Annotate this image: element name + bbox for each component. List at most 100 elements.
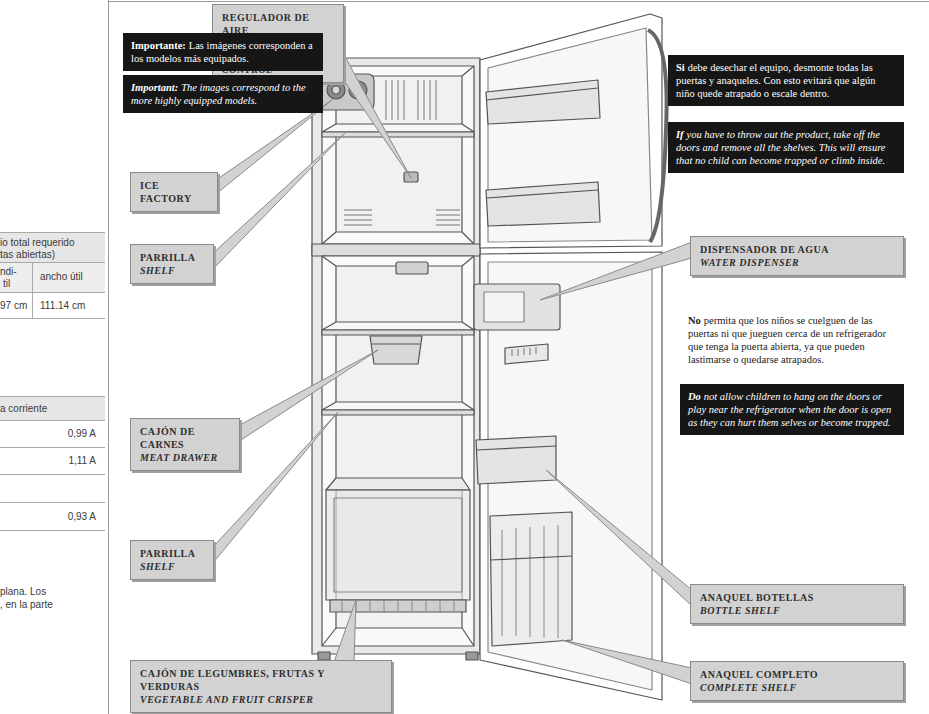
refrigerator-part-part (430, 80, 431, 120)
leader-line-part (334, 600, 356, 662)
page-frame-part (108, 1, 929, 2)
table-cell: 0,99 A (30, 428, 96, 440)
callout-label: CAJÓN DE CARNES (140, 425, 231, 451)
refrigerator-part (486, 190, 598, 198)
spec-table (0, 232, 105, 531)
refrigerator-part (476, 446, 556, 450)
refrigerator-part (312, 58, 480, 654)
refrigerator-part-part (344, 225, 372, 226)
refrigerator-part (322, 256, 336, 266)
callout-label: PARRILLA (140, 547, 205, 560)
refrigerator-part-part (344, 215, 372, 216)
note-text: not allow children to hang on the doors … (688, 391, 891, 428)
table-cell: a corriente (0, 403, 47, 415)
leader-line-part (238, 350, 378, 442)
refrigerator-part (322, 330, 474, 335)
refrigerator-part (330, 600, 466, 612)
refrigerator-part (486, 182, 600, 226)
callout-box: ANAQUEL COMPLETOCOMPLETE SHELF (690, 661, 904, 701)
refrigerator-part-part (530, 527, 531, 637)
refrigerator-part (318, 652, 330, 660)
table-cell: ndi- (0, 266, 17, 278)
refrigerator-part (502, 525, 558, 638)
refrigerator-part (322, 132, 474, 137)
spec-table-part (0, 232, 105, 233)
note-text: Si (676, 62, 685, 73)
callout-label: MEAT DRAWER (140, 451, 231, 464)
refrigerator-part-part (392, 80, 393, 120)
refrigerator-part (326, 490, 470, 600)
refrigerator-part (332, 86, 340, 94)
spec-table-part (0, 292, 105, 293)
refrigerator-part-part (436, 80, 437, 120)
leader-line (212, 40, 692, 684)
leader-line-part (562, 640, 692, 684)
refrigerator-part-part (544, 526, 545, 638)
page-frame (108, 0, 929, 714)
leader-line-part (546, 470, 692, 606)
note-text: Do (688, 391, 701, 402)
refrigerator-part (480, 14, 662, 248)
refrigerator-part-part (398, 80, 399, 120)
table-cell: tas abiertas) (0, 249, 55, 261)
callout-label: CAJÓN DE LEGUMBRES, FRUTAS Y VERDURAS (140, 667, 383, 693)
callout-label: ANAQUEL BOTELLAS (700, 591, 895, 604)
refrigerator-part (512, 347, 536, 356)
refrigerator-part-part (454, 600, 455, 612)
table-cell: , en la parte (0, 599, 53, 611)
callout-label: ICE FACTORY (140, 179, 209, 205)
refrigerator-part (322, 322, 474, 330)
note-box: Importante:Las imágenes corresponden a l… (123, 33, 323, 71)
refrigerator-part (648, 30, 667, 242)
note-text: If (676, 129, 684, 140)
warning-box: Ifyou have to throw out the product, tak… (668, 122, 904, 173)
refrigerator-part-part (344, 220, 372, 221)
table-cell: io total requerido (0, 237, 75, 249)
callout-box: DISPENSADOR DE AGUAWATER DISPENSER (690, 236, 904, 276)
refrigerator-part (490, 556, 572, 560)
refrigerator-part (490, 512, 572, 646)
refrigerator-part (505, 344, 548, 364)
spec-table-part (32, 262, 33, 318)
warning-box: Sidebe desechar el equipo, desmonte toda… (668, 55, 904, 106)
refrigerator-part (312, 244, 480, 256)
callout-box: CAJÓN DE LEGUMBRES, FRUTAS Y VERDURASVEG… (130, 660, 392, 713)
refrigerator-part (466, 652, 478, 660)
callout-label: WATER DISPENSER (700, 256, 895, 269)
refrigerator-part-part (342, 600, 343, 612)
refrigerator-part (342, 600, 454, 612)
callout-box: PARRILLASHELF (130, 244, 214, 284)
refrigerator-part (327, 81, 345, 99)
refrigerator-part-part (524, 348, 525, 355)
warning-box: Donot allow children to hang on the door… (680, 384, 904, 435)
spec-table-part (0, 396, 105, 397)
callout-label: SHELF (140, 264, 205, 277)
refrigerator-part-part (512, 349, 513, 356)
spec-table-part (0, 502, 105, 503)
refrigerator-part-part (398, 600, 399, 612)
note-text: Importante: (131, 40, 186, 51)
callout-label: SHELF (140, 560, 205, 573)
callout-label: BOTTLE SHELF (700, 604, 895, 617)
spec-table-part (0, 232, 105, 262)
refrigerator-part-part (558, 525, 559, 638)
refrigerator-part-part (412, 600, 413, 612)
refrigerator-part (476, 436, 556, 484)
callout-box: ICE FACTORY (130, 172, 218, 212)
refrigerator-part-part (536, 347, 537, 354)
warning-box: Nopermita que los niños se cuelguen de l… (680, 308, 904, 372)
refrigerator-part-part (436, 215, 460, 216)
refrigerator-part-part (344, 210, 372, 211)
refrigerator-part-part (440, 600, 441, 612)
spec-table-part (0, 318, 105, 319)
callout-label: PARRILLA (140, 251, 205, 264)
callout-label: ANAQUEL COMPLETO (700, 668, 895, 681)
callout-box: ANAQUEL BOTELLASBOTTLE SHELF (690, 584, 904, 624)
table-cell: til (3, 278, 10, 290)
refrigerator-part (462, 628, 474, 646)
refrigerator-part (326, 478, 470, 490)
note-text: Important: (131, 82, 178, 93)
spec-table-part (0, 530, 105, 531)
refrigerator-part (322, 628, 336, 646)
